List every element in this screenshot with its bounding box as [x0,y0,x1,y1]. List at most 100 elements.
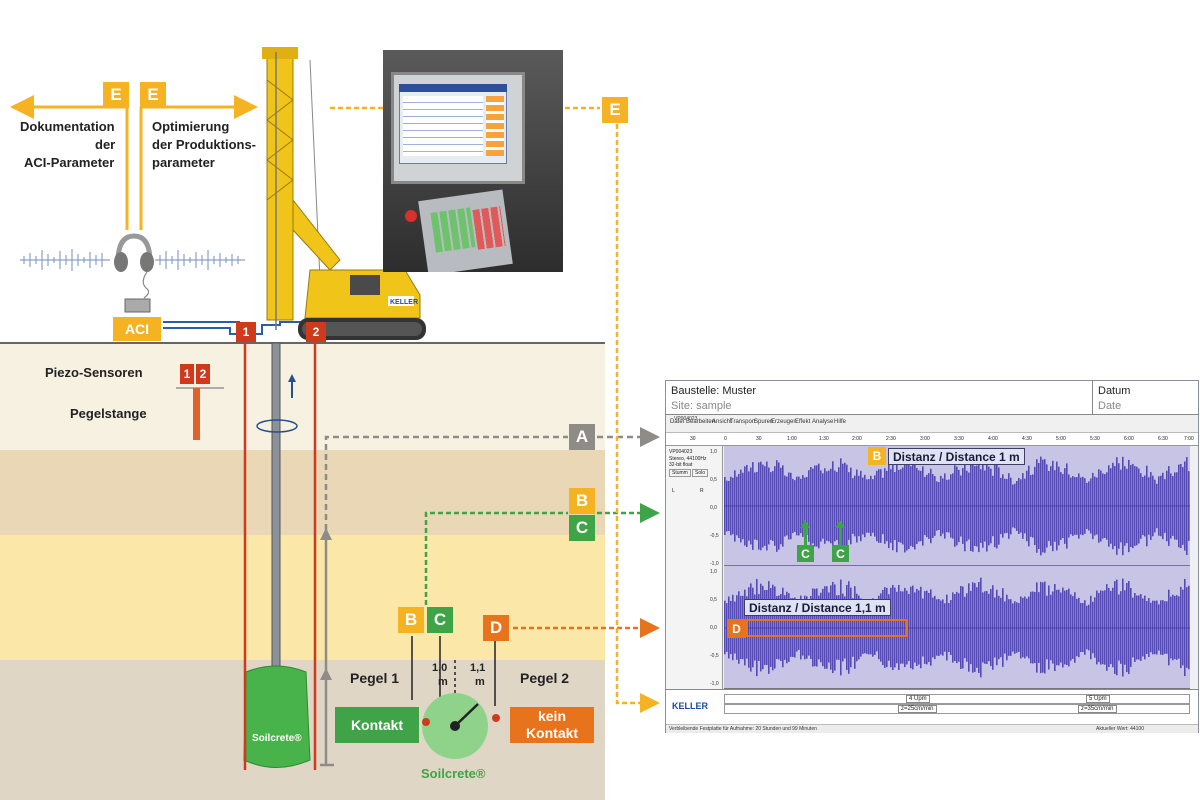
menu-ansicht[interactable]: Ansicht [712,419,732,425]
waveform-bar [894,587,896,668]
sensor-2-tag: 2 [306,322,326,342]
side-mute-button[interactable]: Stumm [669,469,691,477]
tag-E-opt: E [140,82,166,108]
waveform-bar [982,592,984,663]
win-arrow-C-2-head [835,520,845,528]
tag-B-gauge: B [398,607,424,633]
piezo-icon-1: 1 [180,364,194,384]
waveform-bar [1176,595,1178,660]
side-right-channel: R [700,488,704,494]
waveform-bar [1016,602,1018,653]
waveform-bar [802,599,804,656]
waveform-bar [1164,601,1166,654]
pegelstange-icon [193,388,200,440]
axis-t1-mid: 0,0 [710,505,717,511]
ruler-tick: 4:30 [1022,436,1032,442]
menu-spuren[interactable]: Spuren [754,419,774,425]
soilcrete-column [243,665,311,768]
waveform-track-1[interactable] [724,446,1190,566]
tag-C-gauge: C [427,607,453,633]
photo-screen-orange [486,96,504,156]
waveform-bar [1116,579,1118,676]
waveform-bar [988,593,990,662]
waveform-bar [1126,582,1128,673]
waveform-bar [830,585,832,670]
waveform-bar [904,587,906,668]
waveform-bar [972,582,974,673]
waveform-bar [986,590,988,665]
waveform-bar [798,605,800,650]
waveform-track-2[interactable] [724,566,1190,689]
menu-transport[interactable]: Transport [730,419,756,425]
menu-datei[interactable]: Datei [670,419,685,425]
waveform-bar [766,589,768,666]
waveform-bar [1000,597,1002,658]
waveform-bar [936,599,938,656]
menu-erzeugen[interactable]: Erzeugen [771,419,797,425]
waveform-bar [1150,602,1152,653]
waveform-bar [808,599,810,656]
waveform-bar [1120,591,1122,664]
dist-2-unit: m [475,676,485,688]
waveform-bar [1066,590,1068,665]
waveform-bar [976,587,978,668]
waveform-bar [760,583,762,672]
waveform-bar [1042,582,1044,673]
waveform-bar [1012,603,1014,652]
waveform-bar [778,595,780,660]
waveform-bar [974,583,976,672]
tag-E-right: E [602,97,628,123]
waveform-bar [1082,603,1084,652]
waveform-bar [1170,596,1172,659]
waveform-bar [872,598,874,657]
waveform-bar [1062,587,1064,668]
menu-hilfe[interactable]: Hilfe [834,419,847,425]
waveform-bar [858,595,860,660]
waveform-bar [898,584,900,671]
speed-z-2: z=35cm/min [1078,705,1117,713]
waveform-bar [792,598,794,657]
ruler-tick: 1:30 [819,436,829,442]
tag-C: C [569,515,595,541]
waveform-bar [886,587,888,668]
menu-bearbeiten[interactable]: Bearbeiten [686,419,716,425]
menu-analyse[interactable]: Analyse [812,419,834,425]
menu-effekt[interactable]: Effekt [795,419,811,425]
waveform-bar [782,587,784,668]
waveform-bar [964,596,966,659]
waveform-bar [1134,593,1136,662]
waveform-bar [1132,597,1134,658]
waveform-bar [958,593,960,662]
waveform-2 [724,577,1190,678]
svg-text:KELLER: KELLER [390,299,418,306]
waveform-bar [968,583,970,672]
waveform-bar [812,588,814,667]
waveform-bar [1130,588,1132,667]
waveform-bar [764,590,766,665]
kein-kontakt-line-1: kein [537,708,566,724]
waveform-bar [1172,594,1174,661]
photo-keys-red [472,206,506,250]
waveform-bar [1128,581,1130,674]
axis-t2-mid: 0,0 [710,625,717,631]
axis-t2-upper: 0,5 [710,597,717,603]
recorder-device [124,298,151,313]
waveform-bar [1102,590,1104,665]
waveform-bar [1168,589,1170,666]
tag-A: A [569,424,595,450]
sensor-1-tag: 1 [236,322,256,342]
waveform-bar [826,586,828,669]
waveform-bar [930,589,932,666]
waveform-bar [846,584,848,671]
waveform-bar [1110,590,1112,665]
track-sidebar: VP004023 Stereo, 44100Hz 32-bit float St… [666,446,723,691]
waveform-bar [1158,604,1160,651]
side-track-name[interactable]: VP004023 [669,449,693,455]
waveform-bar [796,603,798,652]
waveform-bar [978,582,980,673]
side-solo-button[interactable]: Solo [692,469,709,477]
side-left-channel: L [672,488,675,494]
speed-rpm-1: 4 Upm [906,695,930,703]
waveform-bar [1052,591,1054,664]
waveform-bar [1080,602,1082,653]
